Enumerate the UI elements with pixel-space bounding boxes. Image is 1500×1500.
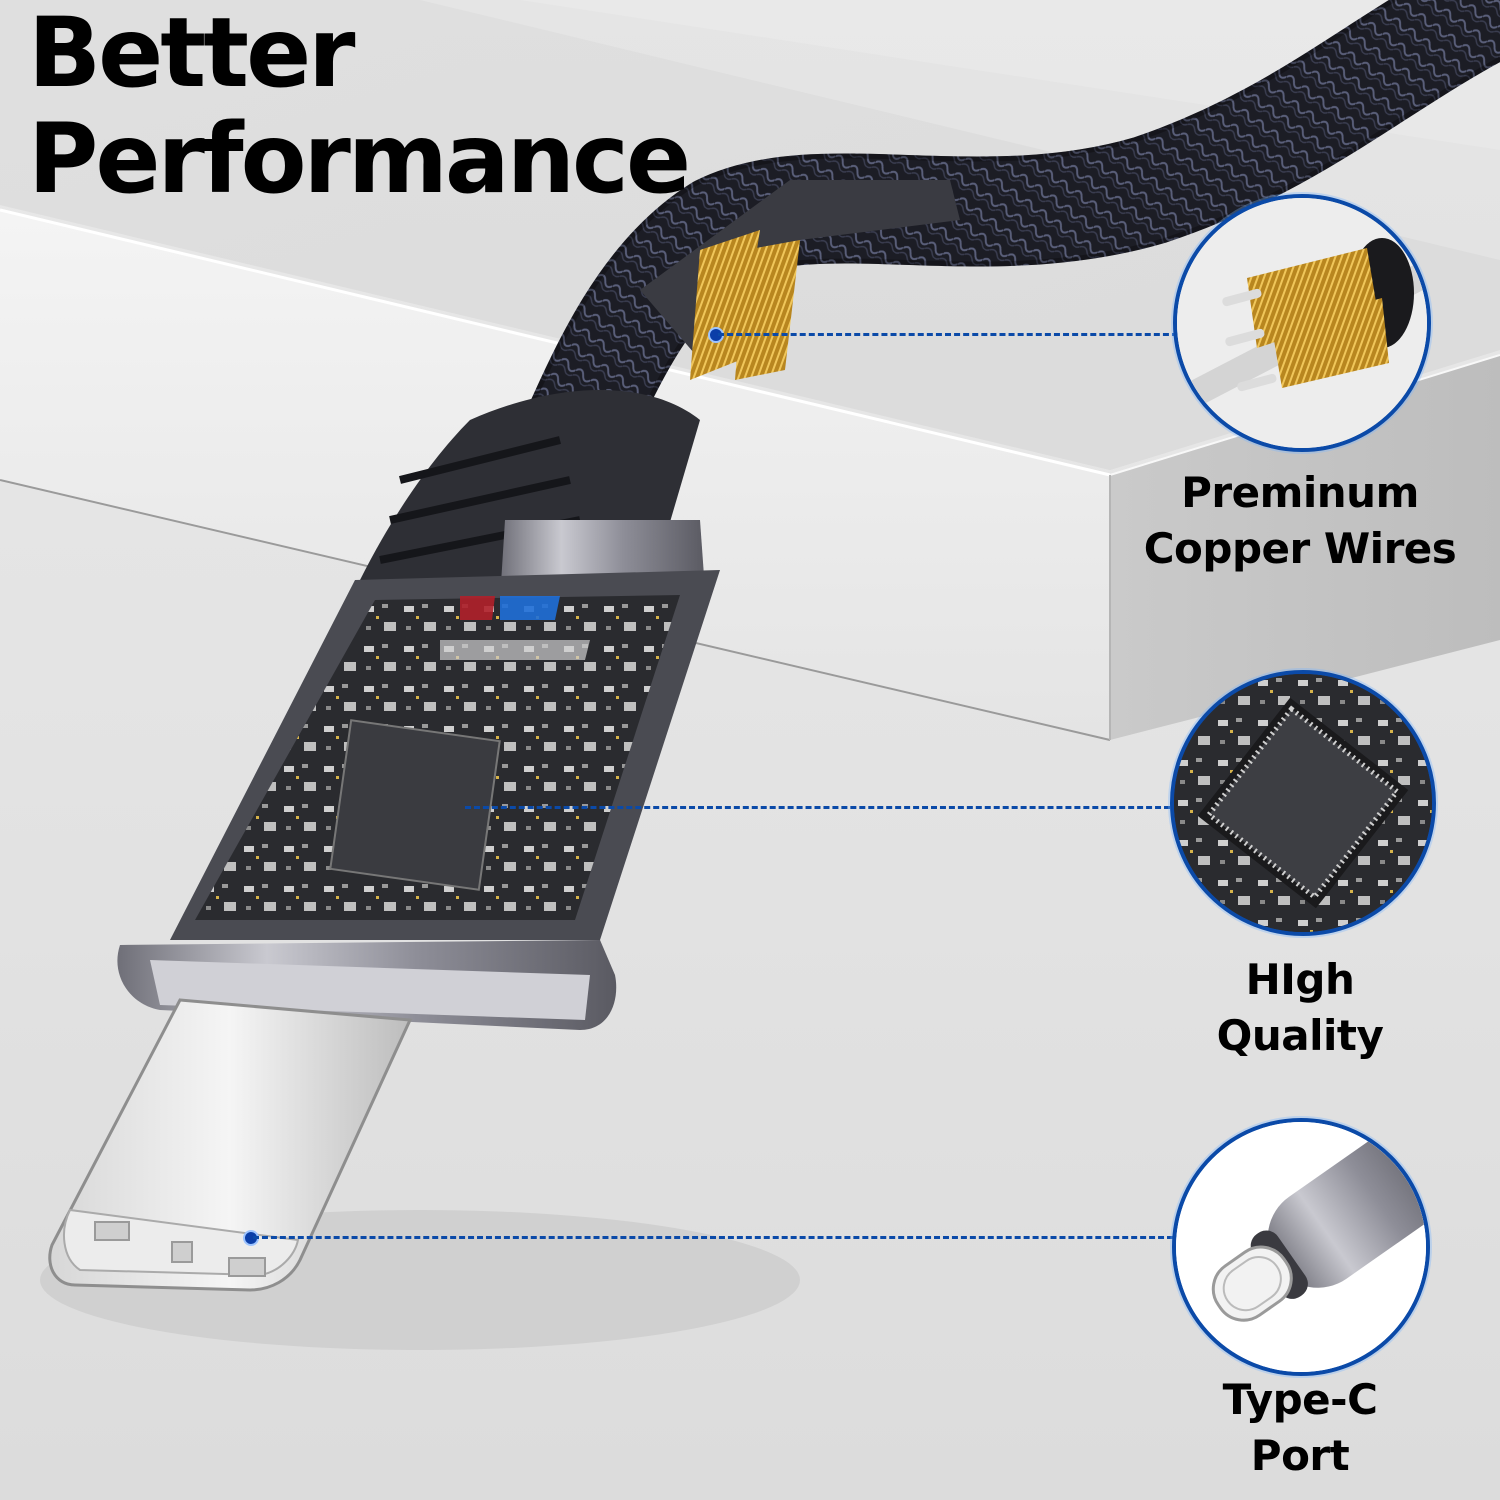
- chip-icon: [1174, 674, 1432, 932]
- headline-line-1: Better: [28, 0, 356, 109]
- copper-wires-label: Preminum Copper Wires: [1143, 468, 1457, 573]
- copper-callout-leader: [718, 333, 1178, 336]
- headline: Better Performance: [28, 0, 691, 215]
- copper-wires-icon: [1177, 198, 1427, 448]
- usb-c-port-callout: [1172, 1118, 1430, 1376]
- port-callout-leader: [253, 1236, 1173, 1239]
- chip-callout: [1170, 670, 1436, 936]
- headline-line-2: Performance: [28, 103, 691, 215]
- chip-callout-leader: [465, 806, 1170, 809]
- usb-c-port-icon: [1176, 1122, 1426, 1372]
- copper-wires-callout: [1173, 194, 1431, 452]
- usb-c-port-label: Type-C Port: [1222, 1375, 1378, 1480]
- chip-label: HIgh Quality: [1216, 955, 1384, 1060]
